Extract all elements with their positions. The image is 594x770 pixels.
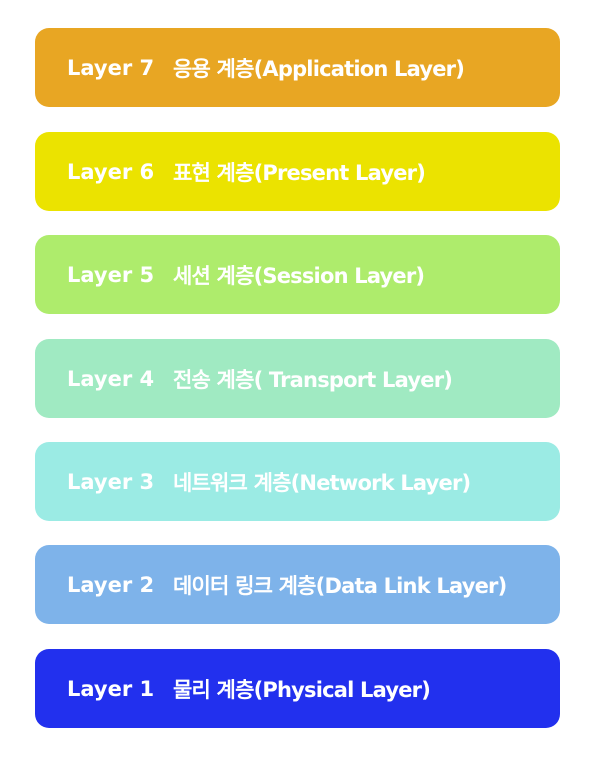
- layer-5-box: Layer 5 세션 계층(Session Layer): [35, 235, 560, 314]
- layer-4-number: Layer 4: [67, 366, 155, 391]
- layer-1-number: Layer 1: [67, 676, 155, 701]
- layer-6-description: 표현 계층(Present Layer): [173, 160, 426, 185]
- layer-7-box: Layer 7 응용 계층(Application Layer): [35, 28, 560, 107]
- layer-4-box: Layer 4 전송 계층( Transport Layer): [35, 339, 560, 418]
- layer-3-description: 네트워크 계층(Network Layer): [173, 470, 471, 495]
- layer-6-box: Layer 6 표현 계층(Present Layer): [35, 132, 560, 211]
- layer-7-description: 응용 계층(Application Layer): [173, 56, 465, 81]
- layer-3-number: Layer 3: [67, 469, 155, 494]
- layer-2-number: Layer 2: [67, 572, 155, 597]
- layer-1-box: Layer 1 물리 계층(Physical Layer): [35, 649, 560, 728]
- layer-2-description: 데이터 링크 계층(Data Link Layer): [173, 573, 507, 598]
- layer-2-box: Layer 2 데이터 링크 계층(Data Link Layer): [35, 545, 560, 624]
- layer-3-box: Layer 3 네트워크 계층(Network Layer): [35, 442, 560, 521]
- layer-6-number: Layer 6: [67, 159, 155, 184]
- layer-7-number: Layer 7: [67, 55, 155, 80]
- layer-5-number: Layer 5: [67, 262, 155, 287]
- layer-1-description: 물리 계층(Physical Layer): [173, 677, 431, 702]
- layer-5-description: 세션 계층(Session Layer): [173, 263, 425, 288]
- layer-4-description: 전송 계층( Transport Layer): [173, 367, 453, 392]
